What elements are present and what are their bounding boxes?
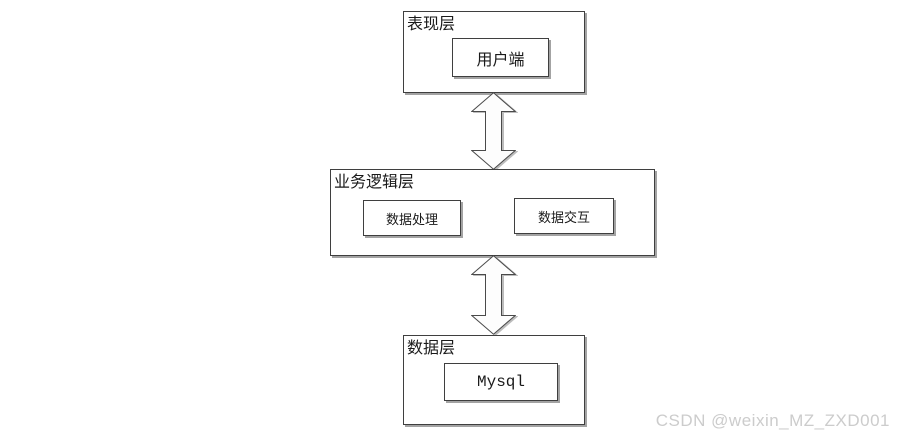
data-layer-label: 数据层 <box>407 338 456 357</box>
bidirectional-arrow-icon <box>471 92 516 170</box>
presentation-layer-label: 表现层 <box>407 14 456 33</box>
client-box-label: 用户端 <box>476 49 525 69</box>
data-processing-label: 数据处理 <box>385 212 438 228</box>
business-layer-box: 业务逻辑层 数据处理 数据交互 <box>330 169 655 256</box>
csdn-watermark: CSDN @weixin_MZ_ZXD001 <box>655 411 890 430</box>
mysql-box-label: Mysql <box>476 373 525 391</box>
data-processing-box: 数据处理 <box>363 200 461 236</box>
presentation-layer-box: 表现层 用户端 <box>403 11 585 93</box>
data-interaction-label: 数据交互 <box>537 210 590 226</box>
data-interaction-box: 数据交互 <box>514 198 614 234</box>
data-layer-box: 数据层 Mysql <box>403 335 585 425</box>
bidirectional-arrow-icon <box>471 255 516 335</box>
mysql-box: Mysql <box>444 363 558 401</box>
client-box: 用户端 <box>452 38 549 77</box>
business-layer-label: 业务逻辑层 <box>334 172 415 191</box>
